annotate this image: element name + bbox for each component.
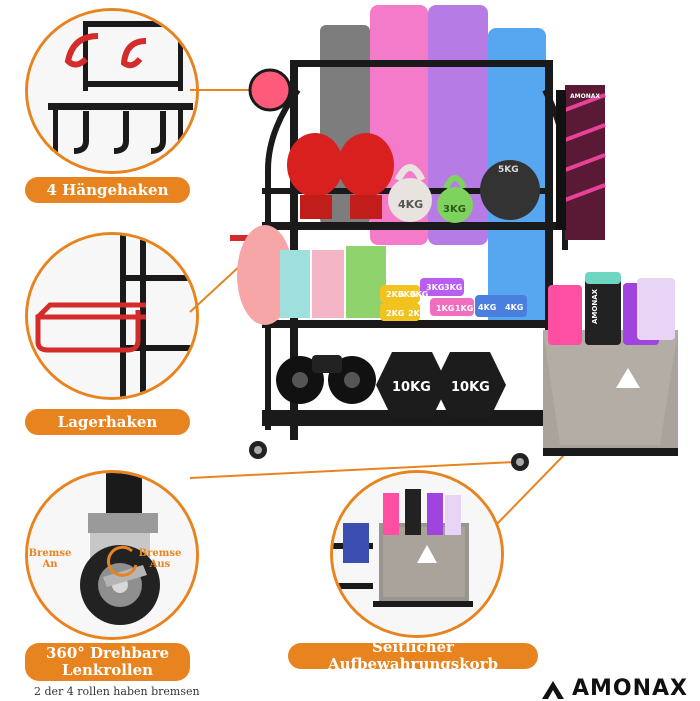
hex-label-4: 3KG [426,283,444,292]
hex-label-11: 3KG [410,290,428,299]
callout-label-side-basket: Seitlicher Aufbewahrungskorb [288,639,538,673]
basket-detail-circle [330,470,504,638]
basket-illustration [333,473,501,635]
kettlebell-3kg-label: 3KG [443,204,466,215]
wheel-illustration [28,473,196,637]
hex-label-2: 2KG [386,309,404,318]
strap-brand-label: AMONAX [570,93,600,100]
hex-label-10: 3KG [398,290,416,299]
hex-label-7: 4KG [505,303,523,312]
small-hex-dumbbells [380,278,527,321]
hex-label-5: 3KG [444,283,462,292]
callout-label-storage-hooks: Lagerhaken [25,409,190,435]
hex-label-1: 2KG [386,290,404,299]
hex-label-8: 1KG [436,304,454,313]
hooks-detail-circle [25,8,199,174]
brake-on-label: Bremse An [28,548,72,570]
medball-label: 5KG [498,165,519,175]
callout-label-hanging-hooks: 4 Hängehaken [25,177,190,203]
kettlebell-4kg-label: 4KG [398,198,423,211]
dumbbell-10kg-label-1: 10KG [392,380,431,395]
storage-hook-illustration [28,235,196,397]
brand-name: AMONAX [572,676,689,701]
hooks-detail-illustration [28,11,196,171]
brand-logo: AMONAX [540,676,688,701]
wheel-detail-circle [25,470,199,640]
storage-hook-detail-circle [25,232,199,400]
dumbbell-10kg-label-2: 10KG [451,380,490,395]
brake-footnote: 2 der 4 rollen haben bremsen [34,685,200,698]
bottle-brand-label: AMONAX [591,288,599,324]
hex-label-9: 1KG [455,304,473,313]
callout-label-castor-wheels: 360° Drehbare Lenkrollen [25,643,190,681]
hex-label-3: 2KG [408,309,426,318]
brand-mark-icon [542,680,564,699]
brake-off-label: Bremse Aus [138,548,182,570]
hex-label-6: 4KG [478,303,496,312]
